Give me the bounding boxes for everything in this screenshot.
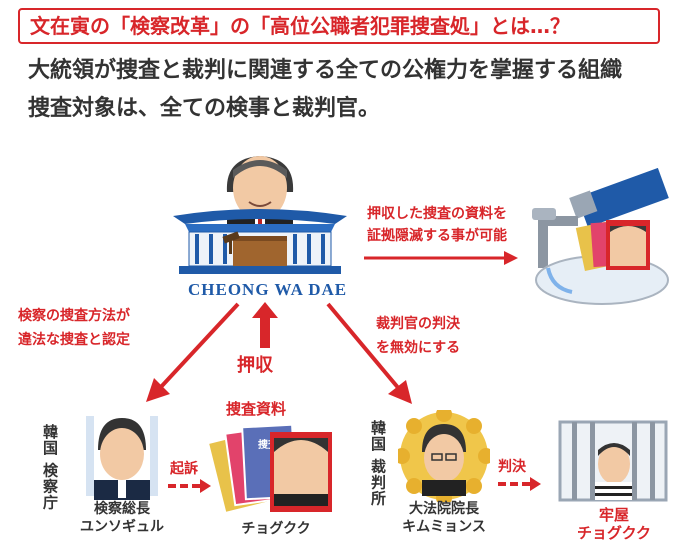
ruling-note-line-1: 裁判官の判決	[376, 316, 460, 332]
documents-label: 捜査資料	[226, 400, 287, 418]
prosecutor-name: ユンソギュル	[80, 519, 164, 535]
ruling-note-line-2: を無効にする	[376, 340, 461, 356]
seize-label: 押収	[237, 355, 273, 376]
blue-house-illustration	[173, 156, 347, 274]
hammer-icon	[569, 168, 669, 228]
indict-label: 起訴	[170, 461, 198, 477]
court-org-label: 韓国 裁判所	[369, 420, 387, 507]
evidence-note-line-2: 証拠隠滅する事が可能	[367, 228, 507, 244]
prison-cell-illustration	[558, 420, 668, 502]
arrow-to-prosecution	[146, 302, 240, 402]
prison-label: 牢屋	[598, 506, 629, 524]
prisoner-name: チョグクク	[576, 524, 652, 542]
case-documents-illustration: 捜査資料	[208, 423, 332, 515]
illegal-note-line-2: 違法な捜査と認定	[18, 332, 130, 348]
sink-destroy-illustration	[532, 168, 669, 305]
arrow-to-court	[326, 302, 412, 404]
verdict-arrow	[498, 477, 541, 491]
building-label: CHEONG WA DAE	[188, 280, 348, 299]
chief-justice-portrait	[398, 410, 490, 502]
verdict-label: 判決	[498, 459, 526, 475]
illegal-note-line-1: 検察の捜査方法が	[18, 308, 130, 324]
lead-line-1: 大統領が捜査と裁判に関連する全ての公権力を掌握する組織	[28, 58, 623, 83]
indict-arrow	[168, 479, 211, 493]
chief-justice-title: 大法院院長	[409, 501, 479, 517]
evidence-note-line-1: 押収した捜査の資料を	[367, 206, 507, 222]
page-title: 文在寅の「検察改革」の「高位公職者犯罪捜査処」とは…？	[18, 8, 660, 44]
prosecutor-portrait	[80, 410, 164, 500]
arrow-to-shredder	[364, 251, 518, 265]
defendant-name: チョグクク	[241, 521, 311, 537]
lead-line-2: 捜査対象は、全ての検事と裁判官。	[28, 96, 381, 121]
prosecution-org-label: 韓国 検察庁	[41, 424, 59, 511]
arrow-seize-up	[252, 302, 278, 348]
chief-justice-name: キムミョンス	[402, 519, 486, 535]
documents-in-sink-icon	[575, 220, 650, 272]
prosecutor-title: 検察総長	[94, 501, 150, 517]
